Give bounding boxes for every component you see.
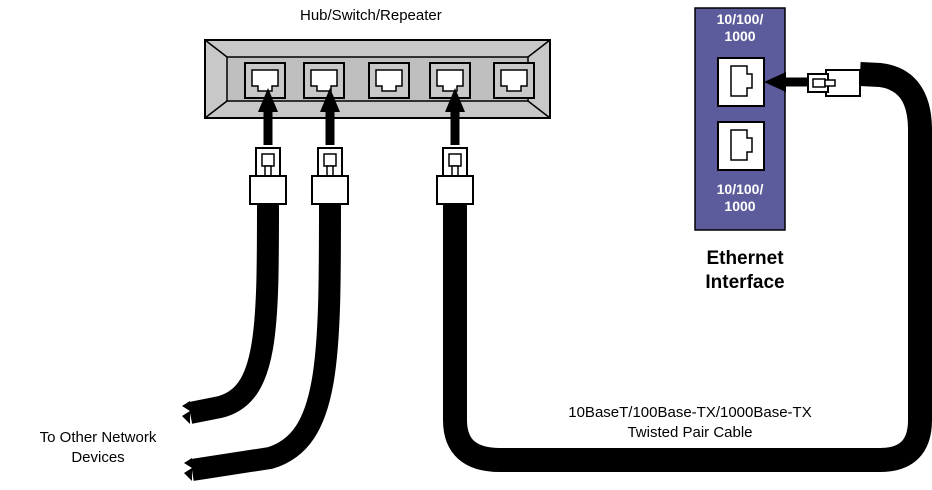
rj45-plug-nic (807, 69, 861, 97)
hub-port-5[interactable] (493, 62, 535, 99)
ethernet-interface-label: Ethernet Interface (690, 247, 800, 295)
cable-label: 10BaseT/100Base-TX/1000Base-TX Twisted P… (520, 403, 860, 443)
hub-port-4[interactable] (429, 62, 471, 99)
cable-to-other-devices-1 (182, 199, 279, 424)
arrow-up-3 (445, 88, 465, 145)
cable-label-line-2: Twisted Pair Cable (627, 424, 753, 441)
nic-speed-bottom-line-1: 10/100/ (716, 181, 764, 197)
other-devices-label: To Other Network Devices (8, 428, 188, 468)
ethernet-interface-panel (694, 7, 786, 231)
nic-port-bottom[interactable] (717, 121, 765, 171)
nic-speed-label-bottom: 10/100/ 1000 (695, 181, 785, 215)
nic-port-top[interactable] (717, 57, 765, 107)
hub-port-3[interactable] (368, 62, 410, 99)
other-devices-line-2: Devices (71, 449, 125, 466)
hub-port-2[interactable] (303, 62, 345, 99)
hub-port-1[interactable] (244, 62, 286, 99)
rj45-plug-1 (249, 147, 287, 205)
arrow-up-1 (258, 88, 278, 145)
ethernet-interface-line-1: Ethernet (706, 248, 784, 269)
nic-speed-top-line-2: 1000 (724, 28, 756, 44)
nic-speed-bottom-line-2: 1000 (724, 198, 756, 214)
twisted-pair-cable (443, 62, 932, 472)
cable-label-line-1: 10BaseT/100Base-TX/1000Base-TX (568, 404, 812, 421)
cable-to-other-devices-2 (184, 199, 341, 481)
nic-speed-top-line-1: 10/100/ (716, 11, 764, 27)
ethernet-interface-line-2: Interface (705, 272, 785, 293)
arrow-up-2 (320, 88, 340, 145)
rj45-plug-2 (311, 147, 349, 205)
other-devices-line-1: To Other Network (39, 429, 157, 446)
rj45-plug-3 (436, 147, 474, 205)
hub-title: Hub/Switch/Repeater (300, 7, 442, 24)
nic-speed-label-top: 10/100/ 1000 (695, 11, 785, 45)
